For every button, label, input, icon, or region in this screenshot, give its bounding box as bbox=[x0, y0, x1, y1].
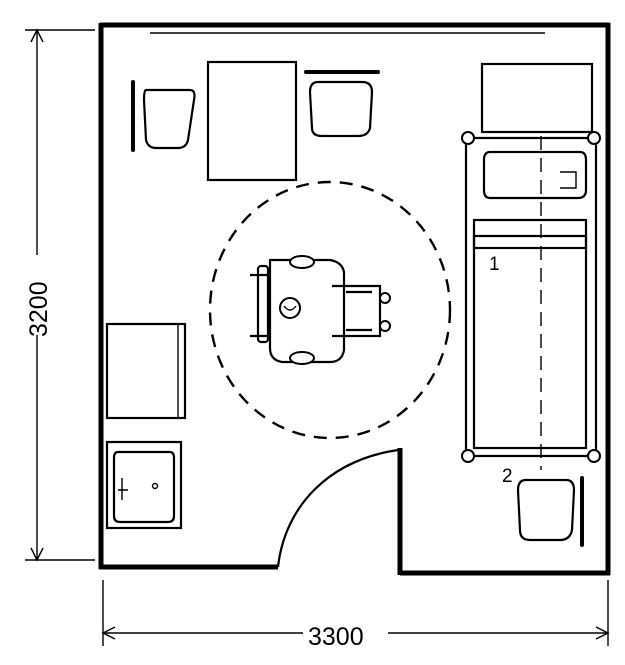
chair-right bbox=[304, 70, 380, 138]
door bbox=[276, 448, 399, 568]
bed-label-1: 1 bbox=[489, 254, 500, 275]
width-dimension: 3300 bbox=[101, 580, 610, 651]
width-dimension-label: 3300 bbox=[308, 623, 364, 651]
washbasin bbox=[105, 440, 183, 530]
height-dimension: 3200 bbox=[22, 28, 95, 562]
turning-circle bbox=[208, 180, 452, 440]
height-dimension-label: 3200 bbox=[25, 281, 53, 337]
room-walls bbox=[98, 22, 611, 576]
desk-table bbox=[206, 60, 298, 182]
wheelchair-user bbox=[250, 255, 391, 365]
chair-left bbox=[131, 80, 196, 152]
cabinet-top-right bbox=[480, 62, 594, 134]
cabinet-left bbox=[105, 322, 187, 420]
chair-bottom-right bbox=[516, 476, 584, 547]
bed-label-2: 2 bbox=[502, 466, 513, 487]
bed: 1 2 bbox=[461, 131, 601, 487]
